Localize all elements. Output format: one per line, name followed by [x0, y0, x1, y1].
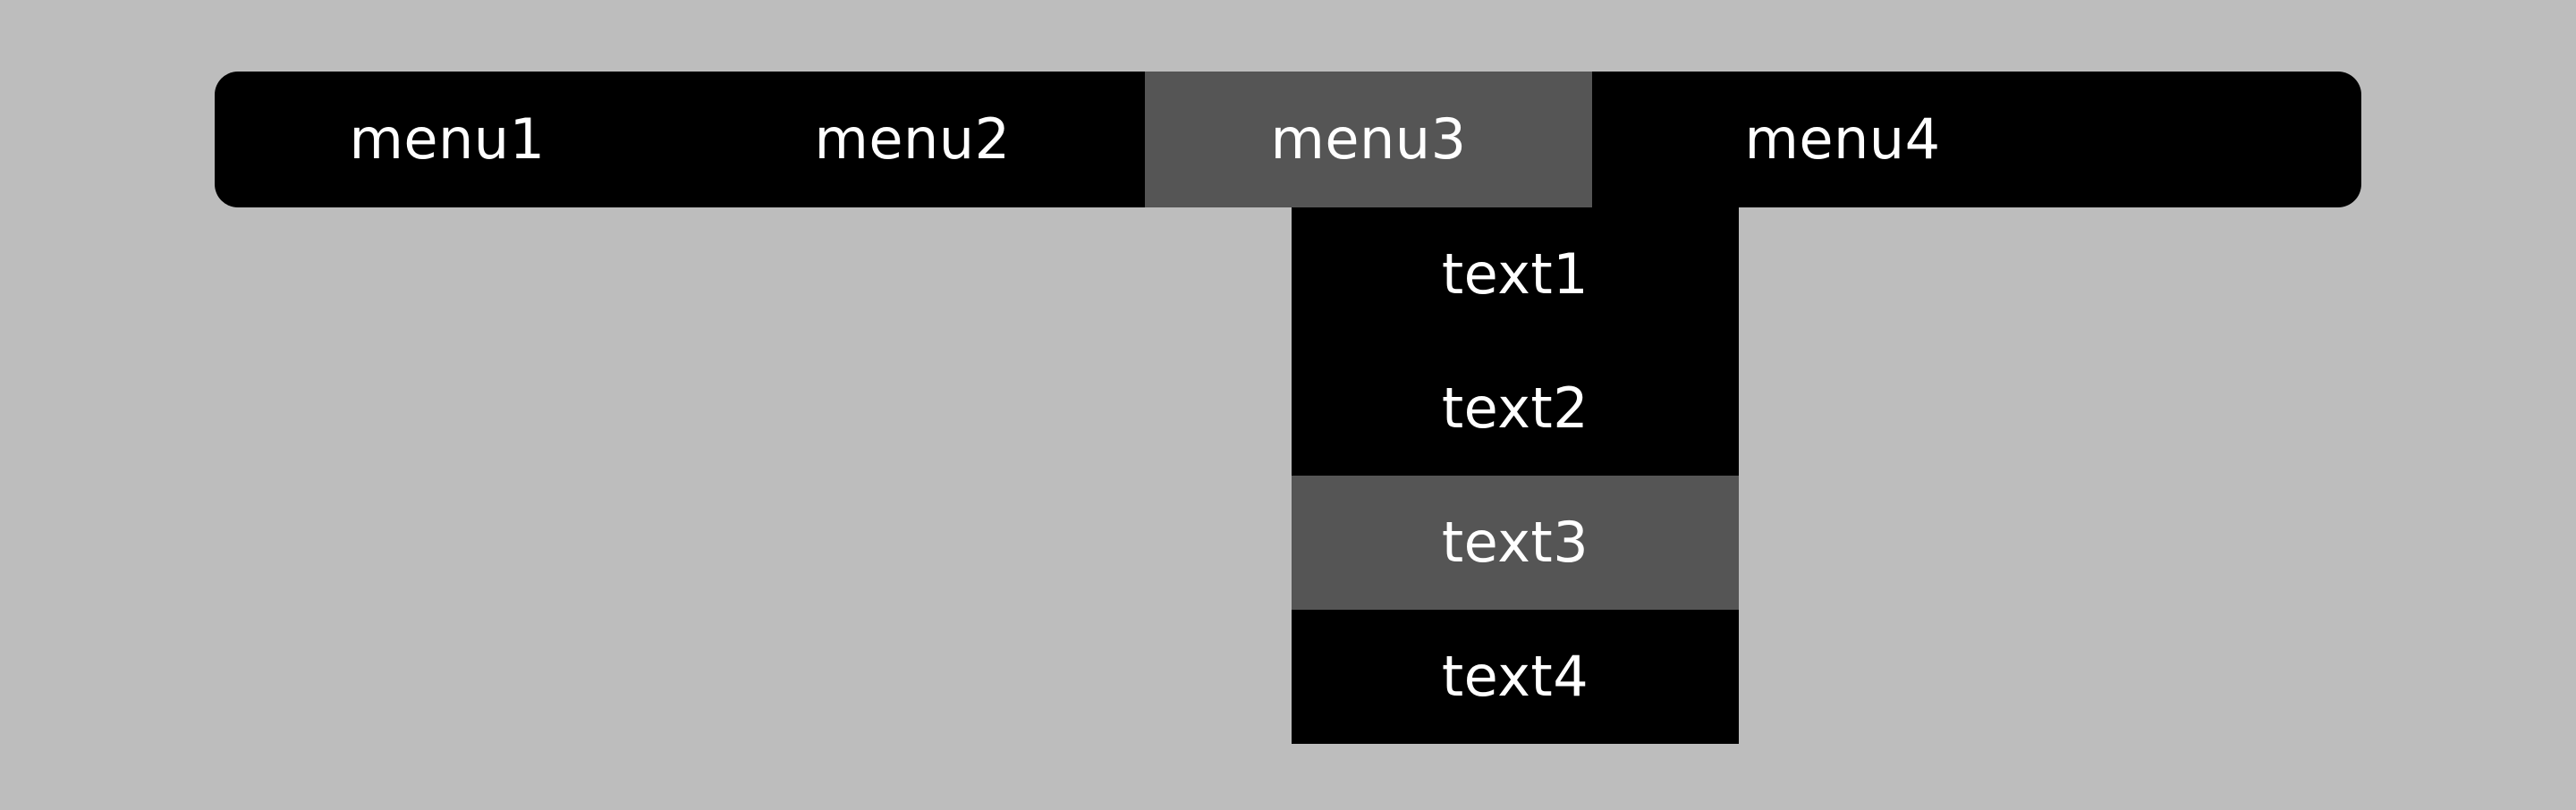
dropdown-item-text1-label: text1: [1441, 241, 1589, 307]
dropdown-item-text3[interactable]: text3: [1292, 476, 1739, 610]
dropdown-item-text4[interactable]: text4: [1292, 610, 1739, 744]
dropdown-item-text1[interactable]: text1: [1292, 207, 1739, 342]
menu-item-menu4[interactable]: menu4: [1592, 72, 2093, 207]
menu-item-menu4-label: menu4: [1744, 106, 1941, 172]
dropdown-item-text4-label: text4: [1441, 644, 1589, 709]
dropdown-item-text3-label: text3: [1441, 510, 1589, 575]
dropdown-item-text2-label: text2: [1441, 375, 1589, 441]
menu-item-menu1-label: menu1: [349, 106, 546, 172]
dropdown-item-text2[interactable]: text2: [1292, 342, 1739, 476]
menu-item-menu2[interactable]: menu2: [680, 72, 1145, 207]
menu-item-menu1[interactable]: menu1: [215, 72, 680, 207]
dropdown-menu-menu3: text1 text2 text3 text4: [1292, 207, 1739, 744]
menu-item-menu3[interactable]: menu3: [1145, 72, 1592, 207]
menu-item-menu2-label: menu2: [814, 106, 1011, 172]
menu-bar: menu1 menu2 menu3 menu4: [215, 72, 2361, 207]
menu-item-menu3-label: menu3: [1270, 106, 1467, 172]
